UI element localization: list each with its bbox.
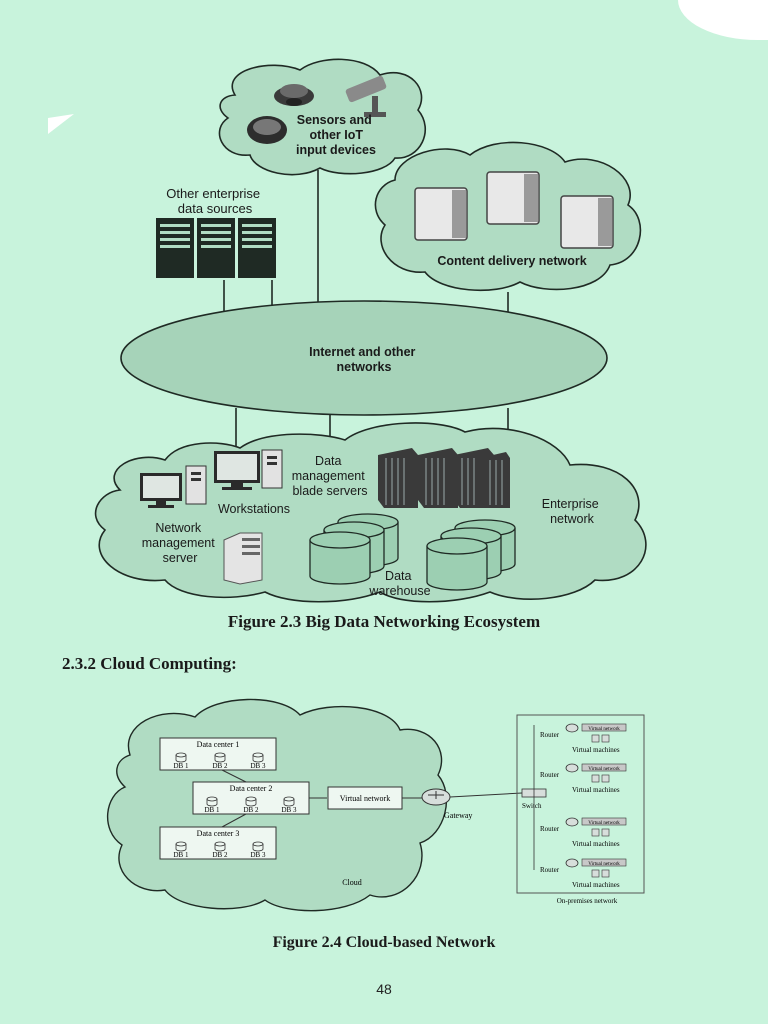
vm-label: Virtual machines bbox=[572, 881, 620, 889]
blade-server-icon bbox=[378, 448, 510, 508]
router-icon bbox=[565, 763, 579, 773]
data-center-3-label: Data center 3 bbox=[197, 829, 240, 838]
figure-cloud-network: Data center 1 DB 1 DB 2 DB 3 Data center… bbox=[107, 698, 645, 912]
router-label: Router bbox=[540, 825, 560, 833]
on-premises-label: On-premises network bbox=[557, 897, 618, 905]
vm-icon bbox=[591, 774, 610, 783]
data-management-label: Data management blade servers bbox=[292, 454, 368, 498]
vm-label: Virtual machines bbox=[572, 786, 620, 794]
dome-camera-icon bbox=[274, 84, 314, 106]
vnet-tag: Virtual network bbox=[588, 821, 620, 826]
router-row-4: Router Virtual network Virtual machines bbox=[540, 858, 627, 889]
db-label: DB 3 bbox=[251, 762, 266, 770]
db-label: DB 2 bbox=[213, 762, 228, 770]
workstation-icon bbox=[140, 465, 207, 508]
router-label: Router bbox=[540, 731, 560, 739]
data-center-1: Data center 1 DB 1 DB 2 DB 3 bbox=[159, 737, 277, 771]
router-icon bbox=[565, 858, 579, 868]
enterprise-network-label: Enterprise network bbox=[542, 497, 602, 526]
data-center-1-label: Data center 1 bbox=[197, 740, 240, 749]
vnet-tag: Virtual network bbox=[588, 862, 620, 867]
internet-label: Internet and other networks bbox=[309, 345, 419, 374]
data-warehouse-label: Data warehouse bbox=[368, 569, 430, 598]
router-icon bbox=[565, 723, 579, 733]
db-label: DB 2 bbox=[213, 851, 228, 859]
db-icon bbox=[206, 796, 295, 807]
gateway-router-icon bbox=[421, 788, 451, 806]
management-server-icon bbox=[223, 532, 263, 585]
db-label: DB 1 bbox=[174, 762, 189, 770]
cdn-label: Content delivery network bbox=[437, 254, 586, 268]
router-icon bbox=[565, 817, 579, 827]
router-row-3: Router Virtual network Virtual machines bbox=[540, 817, 627, 848]
data-center-3: Data center 3 DB 1 DB 2 DB 3 bbox=[159, 826, 277, 860]
database-cylinder-icon bbox=[426, 519, 516, 591]
enterprise-sources-label: Other enterprise data sources bbox=[166, 186, 264, 216]
cdn-cloud: Content delivery network bbox=[374, 141, 642, 292]
router-row-1: Router Virtual network Virtual machines bbox=[540, 723, 627, 754]
db-label: DB 3 bbox=[282, 806, 297, 814]
vnet-tag: Virtual network bbox=[588, 767, 620, 772]
db-icon bbox=[175, 841, 264, 852]
enterprise-network-cloud: Workstations Data management blade serve… bbox=[94, 422, 647, 603]
db-label: DB 1 bbox=[205, 806, 220, 814]
dc-link-arrows bbox=[221, 769, 327, 828]
vnet-tag: Virtual network bbox=[588, 727, 620, 732]
workstation-icon bbox=[214, 449, 283, 490]
gateway-label: Gateway bbox=[444, 811, 472, 820]
vm-label: Virtual machines bbox=[572, 840, 620, 848]
cloud-label: Cloud bbox=[342, 878, 362, 887]
cdn-server-icon bbox=[414, 171, 614, 249]
db-label: DB 2 bbox=[244, 806, 259, 814]
data-center-2: Data center 2 DB 1 DB 2 DB 3 bbox=[192, 781, 310, 815]
database-cylinder-icon bbox=[309, 513, 399, 585]
on-premises-box bbox=[516, 714, 645, 894]
round-sensor-icon bbox=[247, 116, 287, 144]
virtual-network-label: Virtual network bbox=[340, 794, 390, 803]
page-number: 48 bbox=[376, 981, 392, 997]
router-label: Router bbox=[540, 866, 560, 874]
switch-label: Switch bbox=[522, 802, 542, 810]
figure-caption-2-4: Figure 2.4 Cloud-based Network bbox=[272, 934, 496, 951]
workstations-label: Workstations bbox=[218, 502, 290, 516]
router-label: Router bbox=[540, 771, 560, 779]
db-label: DB 3 bbox=[251, 851, 266, 859]
corner-mark bbox=[48, 114, 74, 134]
db-icon bbox=[175, 752, 264, 763]
sensors-cloud: Sensors and other IoT input devices bbox=[218, 58, 427, 176]
enterprise-data-sources: Other enterprise data sources bbox=[156, 186, 276, 278]
section-heading: 2.3.2 Cloud Computing: bbox=[62, 654, 237, 673]
figure-caption-2-3: Figure 2.3 Big Data Networking Ecosystem bbox=[227, 612, 541, 631]
internet-ellipse: Internet and other networks bbox=[120, 300, 608, 416]
network-management-label: Network management server bbox=[142, 521, 218, 565]
db-label: DB 1 bbox=[174, 851, 189, 859]
router-row-2: Router Virtual network Virtual machines bbox=[540, 763, 627, 794]
data-center-2-label: Data center 2 bbox=[230, 784, 273, 793]
vm-label: Virtual machines bbox=[572, 746, 620, 754]
sensors-label: Sensors and other IoT input devices bbox=[296, 113, 376, 157]
figure-big-data-ecosystem: Sensors and other IoT input devices Othe… bbox=[48, 58, 647, 603]
vm-icon bbox=[591, 734, 610, 743]
bullet-camera-icon bbox=[345, 75, 387, 117]
vm-icon bbox=[591, 869, 610, 878]
vm-icon bbox=[591, 828, 610, 837]
